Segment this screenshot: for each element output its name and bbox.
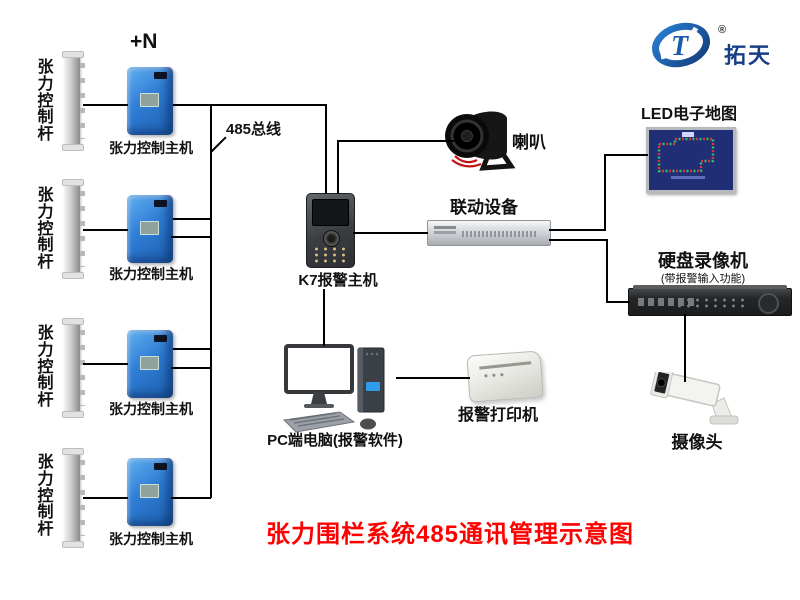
connector-line (337, 140, 339, 194)
tension-host-illustration-1 (127, 67, 173, 135)
connector-line (173, 218, 211, 220)
printer-illustration (466, 350, 544, 403)
logo-group: T ® 拓天 (648, 16, 793, 74)
connector-line (549, 239, 608, 241)
registered-mark: ® (718, 24, 727, 36)
tension-pole-illustration-4 (62, 448, 85, 548)
k7-alarm-host-illustration (306, 193, 355, 268)
dvr-illustration (628, 285, 792, 316)
host-label-1: 张力控制主机 (109, 140, 193, 156)
tension-host-illustration-4 (127, 458, 173, 526)
bus-callout-line (210, 136, 227, 153)
connector-line (83, 104, 128, 106)
connector-line (684, 314, 686, 382)
camera-label: 摄像头 (671, 433, 723, 452)
tension-pole-illustration-3 (62, 318, 85, 418)
connector-line (353, 232, 428, 234)
plus-n-label: +N (130, 30, 158, 53)
connector-line (323, 289, 325, 346)
host-label-3: 张力控制主机 (109, 401, 193, 417)
connector-line (604, 154, 606, 231)
tension-host-illustration-3 (127, 330, 173, 398)
connector-line (171, 367, 211, 369)
tuotian-logo-icon: T (652, 22, 710, 68)
printer-label: 报警打印机 (457, 407, 538, 424)
connector-line (83, 229, 128, 231)
bus-line-485 (210, 104, 212, 498)
pole-label-4: 张力控制杆 (37, 454, 54, 539)
logo-brand-text: 拓天 (724, 43, 773, 68)
connector-line (173, 104, 326, 106)
bus-label: 485总线 (226, 121, 282, 138)
logo-letter: T (671, 31, 690, 62)
linkage-label: 联动设备 (450, 198, 518, 217)
connector-line (325, 104, 327, 194)
connector-line (338, 140, 454, 142)
connector-line (83, 363, 128, 365)
host-label-4: 张力控制主机 (109, 531, 193, 547)
diagram-title: 张力围栏系统485通讯管理示意图 (265, 521, 635, 548)
dvr-sublabel: (带报警输入功能) (660, 273, 746, 285)
connector-line (606, 301, 630, 303)
pole-label-2: 张力控制杆 (37, 187, 54, 272)
k7-label: K7报警主机 (298, 272, 378, 289)
connector-line (604, 154, 648, 156)
connector-line (396, 377, 470, 379)
connector-line (171, 497, 211, 499)
connector-line (83, 497, 128, 499)
pole-label-1: 张力控制杆 (37, 59, 54, 144)
led-map-illustration (646, 127, 736, 193)
led-map-label: LED电子地图 (641, 106, 738, 123)
connector-line (173, 348, 211, 350)
host-label-2: 张力控制主机 (109, 266, 193, 282)
tension-pole-illustration-2 (62, 179, 85, 279)
linkage-device-illustration (427, 220, 551, 246)
pc-label: PC端电脑(报警软件) (267, 432, 403, 449)
connector-line (549, 229, 605, 231)
tension-pole-illustration-1 (62, 51, 85, 151)
speaker-label: 喇叭 (512, 133, 546, 152)
pole-label-3: 张力控制杆 (37, 325, 54, 410)
tension-host-illustration-2 (127, 195, 173, 263)
speaker-horn-icon (445, 111, 516, 171)
cctv-camera-icon (650, 372, 739, 425)
connector-line (171, 236, 211, 238)
dvr-label: 硬盘录像机 (658, 251, 748, 271)
connector-line (606, 239, 608, 303)
pc-computer-icon (282, 344, 385, 433)
